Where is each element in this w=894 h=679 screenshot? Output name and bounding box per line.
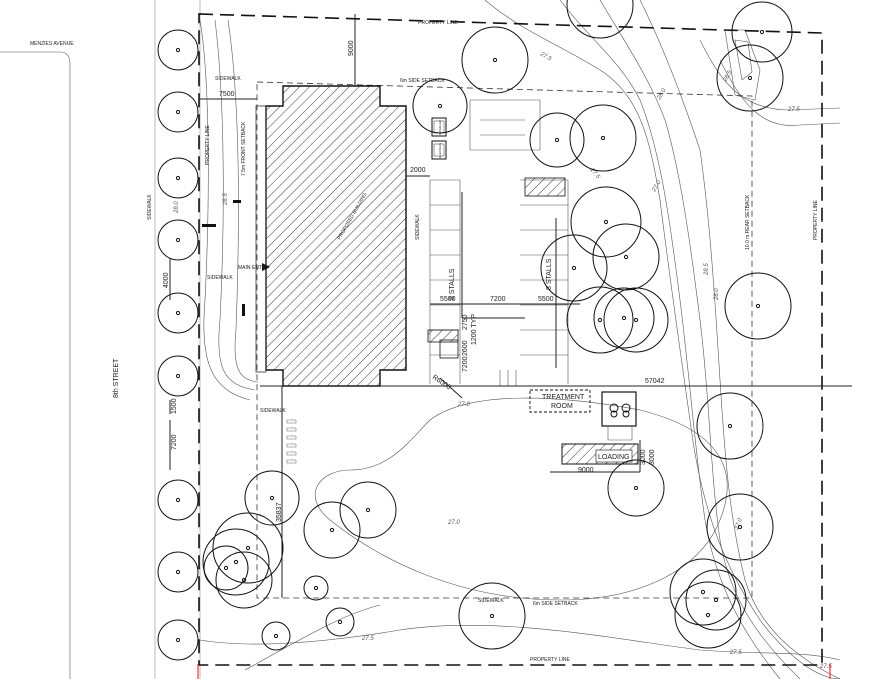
sidewalk-label: SIDEWALK (260, 408, 286, 414)
sidewalk-labels: SIDEWALK SIDEWALK SIDEWALK SIDEWALK SIDE… (147, 76, 504, 604)
setback-label: 10.0 m REAR SETBACK (745, 194, 751, 250)
contour-label: 27.5 (787, 107, 800, 113)
street-edges (0, 0, 201, 679)
property-line-label: PROPERTY LINE (418, 20, 458, 26)
contour-label: 27.0 (447, 520, 460, 526)
contour-label: 27.0 (457, 402, 470, 408)
contour-label: 27.5 (361, 636, 374, 642)
contour-label: 27.0 (651, 179, 663, 194)
parking-area: 8 STALLS 8 STALLS GAS/ELEC ELEC/GAS (427, 99, 569, 384)
contour-lines (199, 0, 841, 679)
dimension-value: 9000 (348, 40, 355, 56)
sidewalk-label: SIDEWALK (207, 275, 233, 281)
stalls-label: 8 STALLS (449, 268, 456, 300)
contour-label: 27.5 (538, 51, 553, 63)
contour-label: 28.5 (722, 69, 734, 84)
sidewalk-label: SIDEWALK (215, 76, 241, 82)
stalls-label: 8 STALLS (546, 258, 553, 290)
service-area: TREATMENT ROOM LOADING (499, 370, 639, 465)
dimension-value: 7200 (462, 356, 469, 372)
setback-label: 6m SIDE SETBACK (533, 601, 578, 607)
dimension-value: 7200 (171, 434, 178, 450)
contour-label: 28.0 (174, 201, 180, 214)
contour-label: 27.0 (734, 517, 744, 532)
dimension-value: 57042 (645, 378, 665, 385)
setback-label: 7.5m FRONT SETBACK (241, 121, 247, 176)
loading-label: LOADING (598, 454, 630, 461)
contour-label: 27.5 (729, 650, 742, 656)
contour-label: 28.0 (656, 87, 668, 102)
dimension-value: 35837 (276, 502, 283, 522)
street-name-top: MENZIES AVENUE (30, 41, 74, 47)
dimension-value: 2000 (410, 167, 426, 174)
dimension-value: 5500 (538, 296, 554, 303)
equipment-label: GAS/ELEC (438, 119, 442, 135)
contour-label: 28.5 (704, 263, 710, 276)
contour-label: 28.5 (223, 193, 229, 206)
setback-lines: 6m SIDE SETBACK 6m SIDE SETBACK 7.5m FRO… (241, 78, 753, 607)
crosswalk-marks (286, 419, 297, 464)
dimension-value: 1500 (171, 398, 178, 414)
property-line: PROPERTY LINE PROPERTY LINE PROPERTY LIN… (198, 13, 823, 666)
dimension-value: R6000 (431, 374, 452, 392)
treatment-room-label: TREATMENT (542, 394, 585, 401)
sidewalk-label: SIDEWALK (415, 214, 421, 240)
dimension-value: 2750 (462, 314, 469, 330)
dimension-value: 1200 TYP (471, 314, 478, 345)
contour-label: 28.0 (714, 288, 720, 301)
property-line-label: PROPERTY LINE (530, 657, 570, 663)
contour-label: 27.5 (819, 664, 832, 670)
sidewalk-label: SIDEWALK (478, 598, 504, 604)
main-entry-label: MAIN ENTRY (238, 265, 269, 271)
property-line-label: PROPERTY LINE (205, 125, 211, 165)
dimension-value: 3000 (640, 449, 647, 465)
trees (157, 0, 793, 661)
dimension-value: 7500 (219, 91, 235, 98)
sidewalk-label: SIDEWALK (147, 194, 153, 220)
dimension-value: 9000 (578, 467, 594, 474)
dimension-value: 4000 (163, 272, 170, 288)
dimension-value: 2600 (462, 340, 469, 356)
equipment-label: ELEC/GAS (438, 143, 442, 158)
treatment-room-label: ROOM (551, 403, 573, 410)
dimension-lines: 9000 7500 2000 4000 5500 7200 5500 2750 … (163, 14, 852, 598)
dimension-value: 7200 (490, 296, 506, 303)
setback-label: 6m SIDE SETBACK (400, 78, 445, 84)
property-line-label: PROPERTY LINE (813, 200, 819, 240)
street-name-left: 8th STREET (113, 358, 120, 398)
dimension-value: 3000 (649, 449, 656, 465)
building-footprint: PROPOSED BUILDING MAIN ENTRY (202, 85, 407, 387)
dimension-value: 5500 (440, 296, 456, 303)
